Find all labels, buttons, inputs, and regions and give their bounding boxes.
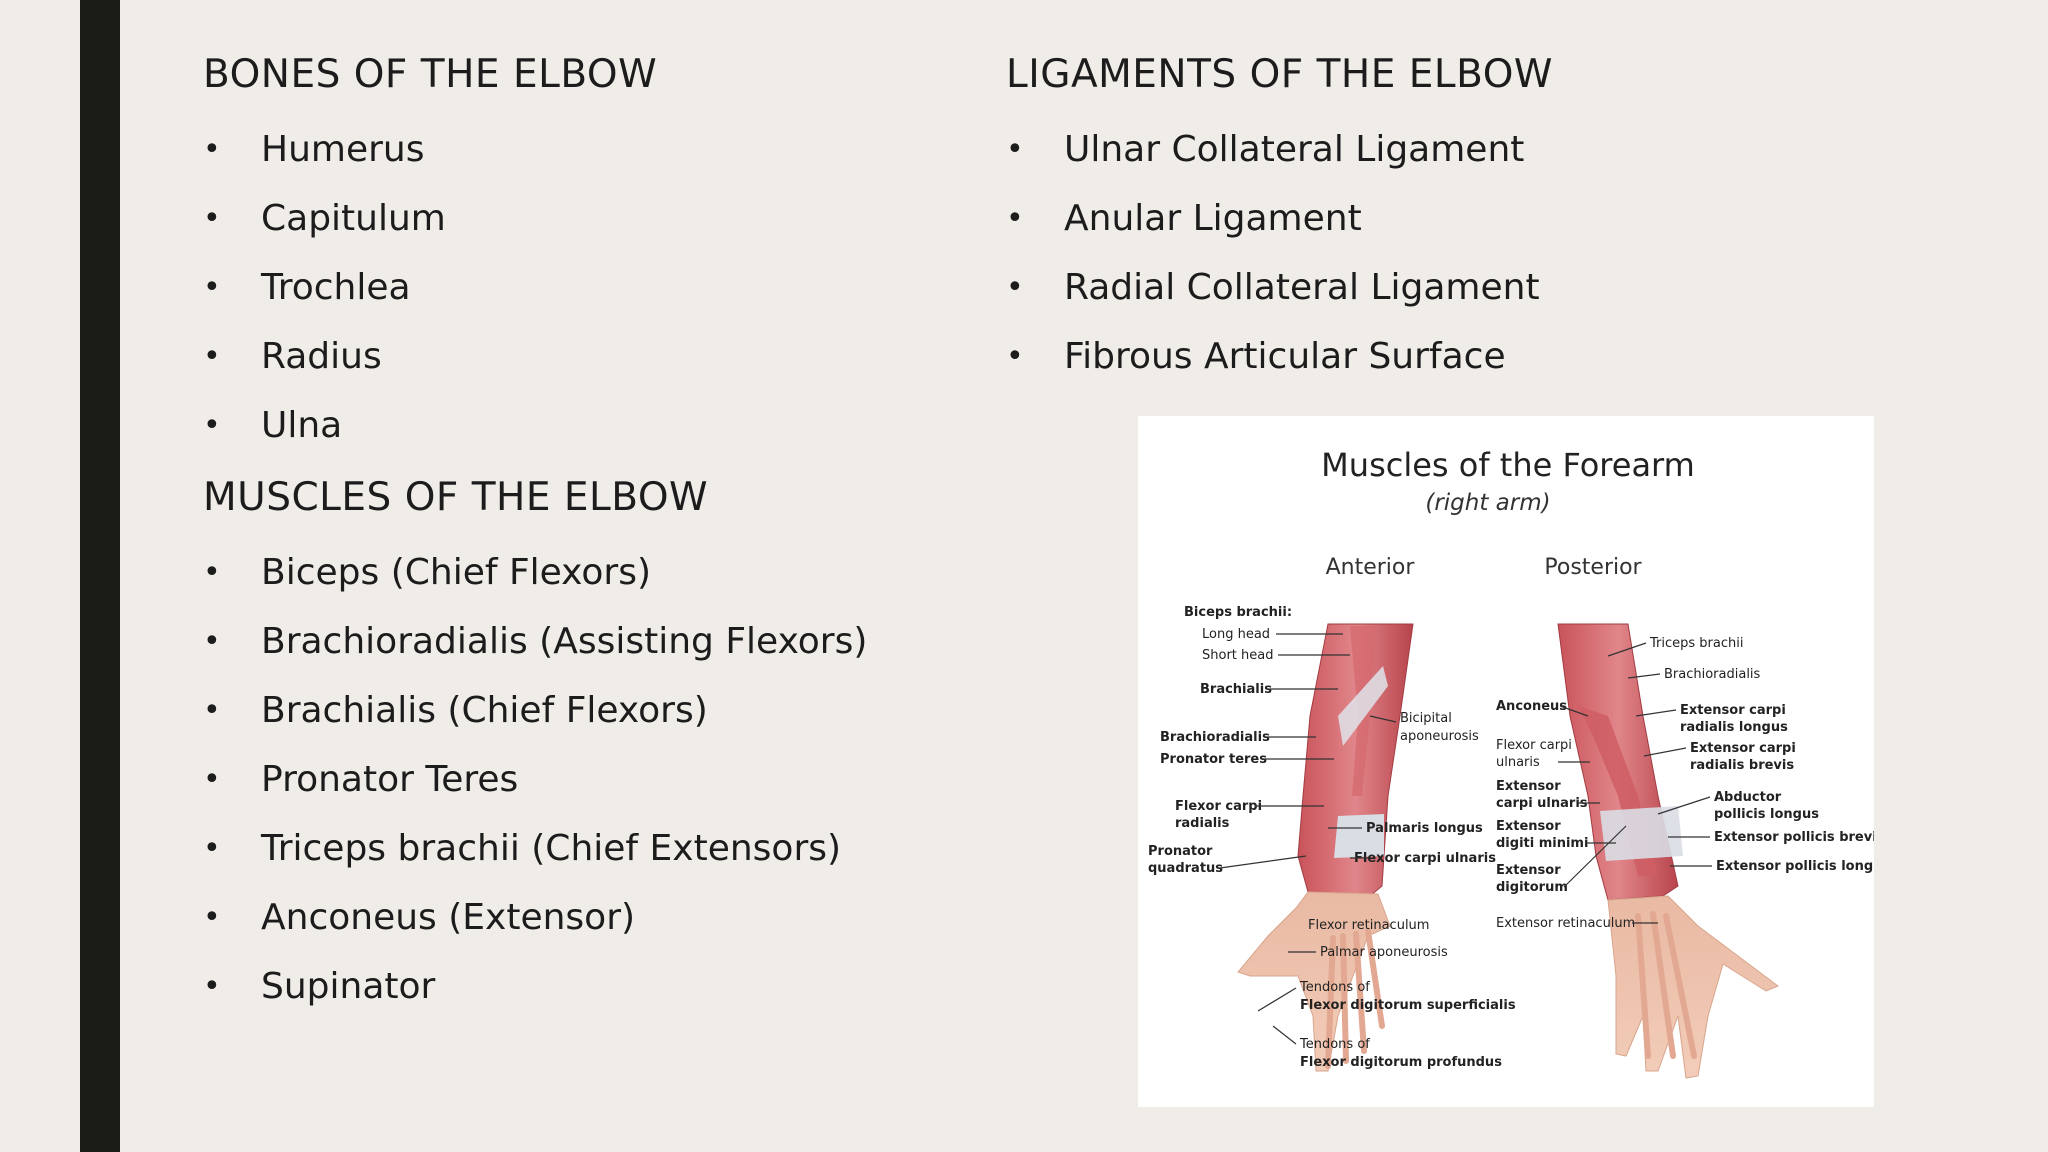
label-long-head: Long head bbox=[1202, 627, 1270, 642]
label-epb: Extensor pollicis brevis bbox=[1714, 830, 1874, 845]
label-biceps-brachii: Biceps brachii: bbox=[1184, 605, 1292, 620]
ligaments-heading: LIGAMENTS OF THE ELBOW bbox=[1006, 52, 1553, 97]
leader-line bbox=[1635, 709, 1677, 717]
list-item-label: Triceps brachii (Chief Extensors) bbox=[261, 828, 842, 869]
label-triceps-brachii: Triceps brachii bbox=[1649, 636, 1743, 651]
list-item-label: Anular Ligament bbox=[1064, 198, 1362, 239]
bullet-icon: • bbox=[1006, 201, 1024, 236]
label-aponeurosis: aponeurosis bbox=[1400, 729, 1479, 744]
label-digiti-minimi: digiti minimi bbox=[1496, 836, 1588, 851]
label-anconeus: Anconeus bbox=[1496, 699, 1567, 714]
list-item-label: Ulnar Collateral Ligament bbox=[1064, 129, 1525, 170]
label-radialis-longus: radialis longus bbox=[1680, 720, 1788, 735]
bullet-icon: • bbox=[203, 831, 221, 866]
leader-line bbox=[1559, 705, 1589, 717]
bullet-icon: • bbox=[203, 201, 221, 236]
label-flexor-carpi-radialis: Flexor carpi bbox=[1175, 799, 1262, 814]
label-quadratus: quadratus bbox=[1148, 861, 1223, 876]
label-brachialis: Brachialis bbox=[1200, 682, 1272, 697]
leader-line bbox=[1219, 855, 1307, 869]
label-ecrl: Extensor carpi bbox=[1680, 703, 1786, 718]
list-item-label: Pronator Teres bbox=[261, 759, 519, 800]
leader-line bbox=[1607, 642, 1647, 657]
label-flexor-digitorum-profundus: Flexor digitorum profundus bbox=[1300, 1055, 1502, 1070]
list-item-label: Biceps (Chief Flexors) bbox=[261, 552, 652, 593]
muscles-heading: MUSCLES OF THE ELBOW bbox=[203, 475, 709, 520]
label-posterior-brachioradialis: Brachioradialis bbox=[1664, 667, 1761, 682]
label-carpi-ulnaris: carpi ulnaris bbox=[1496, 796, 1588, 811]
bones-heading: BONES OF THE ELBOW bbox=[203, 52, 658, 97]
bullet-icon: • bbox=[203, 132, 221, 167]
label-extensor-retinaculum: Extensor retinaculum bbox=[1496, 916, 1635, 931]
label-radialis: radialis bbox=[1175, 816, 1230, 831]
label-flexor-retinaculum: Flexor retinaculum bbox=[1308, 918, 1429, 933]
label-edm: Extensor bbox=[1496, 819, 1561, 834]
label-palmar-aponeurosis: Palmar aponeurosis bbox=[1320, 945, 1448, 960]
posterior-label: Posterior bbox=[1544, 555, 1642, 580]
accent-bar bbox=[80, 0, 120, 1152]
label-ecrb: Extensor carpi bbox=[1690, 741, 1796, 756]
bullet-icon: • bbox=[203, 762, 221, 797]
leader-line bbox=[1627, 673, 1661, 679]
list-item-label: Brachioradialis (Assisting Flexors) bbox=[261, 621, 868, 662]
leader-line bbox=[1369, 715, 1397, 723]
bullet-icon: • bbox=[1006, 270, 1024, 305]
list-item-label: Capitulum bbox=[261, 198, 446, 239]
list-item-label: Anconeus (Extensor) bbox=[261, 897, 636, 938]
label-pollicis-longus: pollicis longus bbox=[1714, 807, 1819, 822]
anterior-forearm-drawing bbox=[1237, 623, 1414, 1072]
label-ecu: Extensor bbox=[1496, 779, 1561, 794]
bullet-icon: • bbox=[203, 900, 221, 935]
label-brachioradialis: Brachioradialis bbox=[1160, 730, 1270, 745]
label-posterior-flexor-carpi: Flexor carpi bbox=[1496, 738, 1572, 753]
list-item-label: Fibrous Articular Surface bbox=[1064, 336, 1506, 377]
leader-line bbox=[1563, 825, 1627, 888]
list-item-label: Humerus bbox=[261, 129, 425, 170]
bullet-icon: • bbox=[203, 270, 221, 305]
label-flexor-carpi-ulnaris: Flexor carpi ulnaris bbox=[1354, 851, 1496, 866]
bullet-icon: • bbox=[203, 408, 221, 443]
bullet-icon: • bbox=[203, 624, 221, 659]
anterior-labels: Biceps brachii: Long head Short head Bra… bbox=[1148, 605, 1516, 1070]
bullet-icon: • bbox=[1006, 339, 1024, 374]
label-pronator: Pronator bbox=[1148, 844, 1213, 859]
list-item-label: Brachialis (Chief Flexors) bbox=[261, 690, 708, 731]
bullet-icon: • bbox=[203, 555, 221, 590]
label-apl: Abductor bbox=[1714, 790, 1782, 805]
list-item-label: Radius bbox=[261, 336, 382, 377]
label-ed: Extensor bbox=[1496, 863, 1561, 878]
list-item-label: Ulna bbox=[261, 405, 343, 446]
list-item-label: Supinator bbox=[261, 966, 436, 1007]
label-epl: Extensor pollicis longus bbox=[1716, 859, 1874, 874]
bullet-icon: • bbox=[1006, 132, 1024, 167]
bullet-icon: • bbox=[203, 969, 221, 1004]
label-bicipital: Bicipital bbox=[1400, 711, 1452, 726]
bullet-icon: • bbox=[203, 339, 221, 374]
label-palmaris-longus: Palmaris longus bbox=[1366, 821, 1483, 836]
leader-line bbox=[1643, 747, 1687, 757]
leader-line bbox=[1657, 796, 1711, 815]
posterior-forearm-drawing bbox=[1557, 623, 1779, 1079]
forearm-muscles-figure: Muscles of the Forearm (right arm) Anter… bbox=[1138, 416, 1874, 1107]
posterior-labels: Triceps brachii Brachioradialis Anconeus… bbox=[1496, 636, 1874, 931]
label-radialis-brevis: radialis brevis bbox=[1690, 758, 1794, 773]
label-posterior-ulnaris: ulnaris bbox=[1496, 755, 1540, 770]
list-item-label: Trochlea bbox=[261, 267, 411, 308]
label-short-head: Short head bbox=[1202, 648, 1273, 663]
label-pronator-teres: Pronator teres bbox=[1160, 752, 1267, 767]
anterior-label: Anterior bbox=[1326, 555, 1416, 580]
bullet-icon: • bbox=[203, 693, 221, 728]
figure-subtitle: (right arm) bbox=[1425, 490, 1550, 516]
label-tendons-fdp: Tendons of bbox=[1299, 1037, 1370, 1052]
figure-title: Muscles of the Forearm bbox=[1321, 446, 1695, 484]
label-tendons-fds: Tendons of bbox=[1299, 980, 1370, 995]
list-item-label: Radial Collateral Ligament bbox=[1064, 267, 1540, 308]
forearm-illustration: Muscles of the Forearm (right arm) Anter… bbox=[1148, 446, 1874, 1079]
label-flexor-digitorum-superficialis: Flexor digitorum superficialis bbox=[1300, 998, 1516, 1013]
label-digitorum: digitorum bbox=[1496, 880, 1568, 895]
leader-line bbox=[1272, 1025, 1297, 1045]
leader-line bbox=[1257, 987, 1297, 1012]
